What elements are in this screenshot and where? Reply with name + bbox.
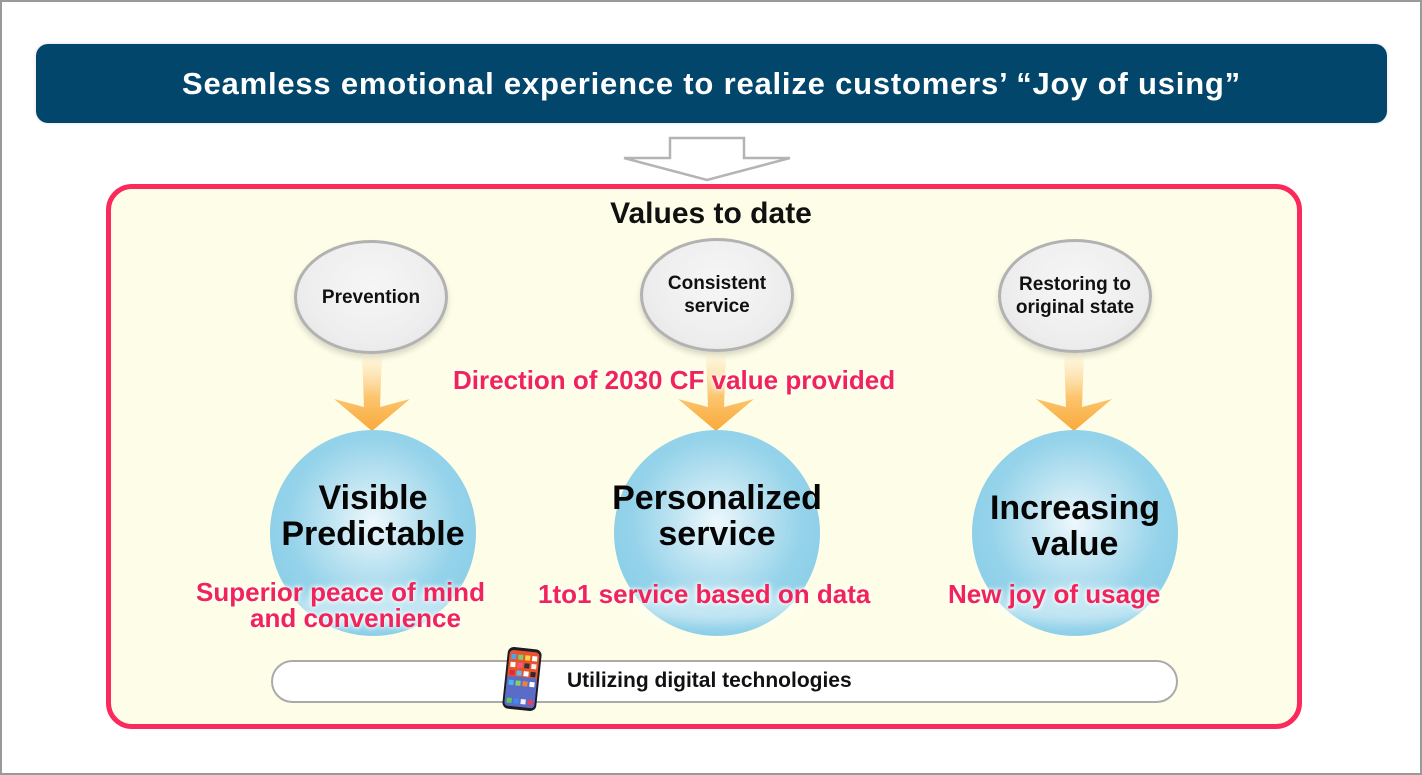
arrow-down-icon <box>334 355 410 431</box>
sphere-subtitle-personalized: 1to1 service based on data <box>538 579 871 609</box>
panel-title: Values to date <box>610 197 812 230</box>
sphere-subtitle-increasing: New joy of usage <box>948 579 1161 609</box>
oval-label-line1: Restoring to <box>1019 274 1131 295</box>
value-oval-restoring: Restoring to original state <box>998 239 1152 353</box>
direction-label: Direction of 2030 CF value provided <box>453 365 896 395</box>
digital-technologies-label: Utilizing digital technologies <box>567 669 852 692</box>
value-oval-prevention: Prevention <box>294 240 448 354</box>
sphere-title-line1: Increasing <box>989 489 1161 527</box>
sphere-subtitle-visible: Superior peace of mind and convenience <box>196 579 485 631</box>
sphere-title-visible: Visible Predictable <box>260 480 486 552</box>
oval-label: Prevention <box>321 286 421 308</box>
subtitle-line2: and convenience <box>250 603 461 633</box>
sphere-title-line2: value <box>1031 525 1119 563</box>
sphere-title-line1: Personalized <box>612 479 822 517</box>
oval-label: Consistent service <box>668 272 766 318</box>
header-banner: Seamless emotional experience to realize… <box>36 44 1387 123</box>
sphere-title-line1: Visible <box>318 479 428 517</box>
oval-label: Restoring to original state <box>1016 273 1134 319</box>
banner-title: Seamless emotional experience to realize… <box>182 65 1241 101</box>
arrow-down-icon <box>678 355 754 431</box>
oval-label-line2: service <box>684 296 750 317</box>
oval-label-line2: original state <box>1015 297 1135 318</box>
down-arrow-icon <box>623 136 791 182</box>
value-sphere-personalized <box>614 430 820 636</box>
value-sphere-increasing <box>972 430 1178 636</box>
arrow-down-icon <box>1036 355 1112 431</box>
sphere-title-increasing: Increasing value <box>962 490 1188 562</box>
subtitle-line1: Superior peace of mind <box>196 577 485 607</box>
oval-label-line1: Consistent <box>667 273 767 294</box>
sphere-title-personalized: Personalized service <box>592 480 842 552</box>
value-oval-consistent-service: Consistent service <box>640 238 794 352</box>
value-sphere-visible <box>270 430 476 636</box>
sphere-title-line2: Predictable <box>281 515 465 553</box>
smartphone-icon <box>502 646 542 712</box>
digital-technologies-bar <box>271 660 1178 703</box>
sphere-title-line2: service <box>658 515 776 553</box>
